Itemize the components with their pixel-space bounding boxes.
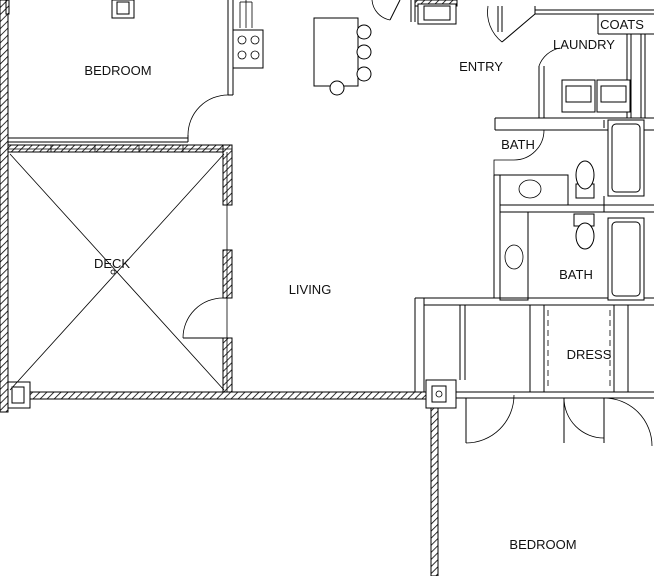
room-labels: BEDROOM ENTRY LAUNDRY COATS BATH DECK LI… <box>84 17 644 552</box>
label-entry: ENTRY <box>459 59 503 74</box>
fixtures <box>232 0 645 301</box>
interior-walls <box>8 0 654 443</box>
deck-diagonals <box>9 153 225 391</box>
label-coats: COATS <box>600 17 644 32</box>
label-laundry: LAUNDRY <box>553 37 615 52</box>
label-deck: DECK <box>94 256 130 271</box>
doors <box>182 0 653 447</box>
columns <box>7 0 457 409</box>
label-bedroom-top: BEDROOM <box>84 63 151 78</box>
label-dress: DRESS <box>567 347 612 362</box>
label-bath-upper: BATH <box>501 137 535 152</box>
label-bath-lower: BATH <box>559 267 593 282</box>
label-living: LIVING <box>289 282 332 297</box>
label-bedroom-bottom: BEDROOM <box>509 537 576 552</box>
